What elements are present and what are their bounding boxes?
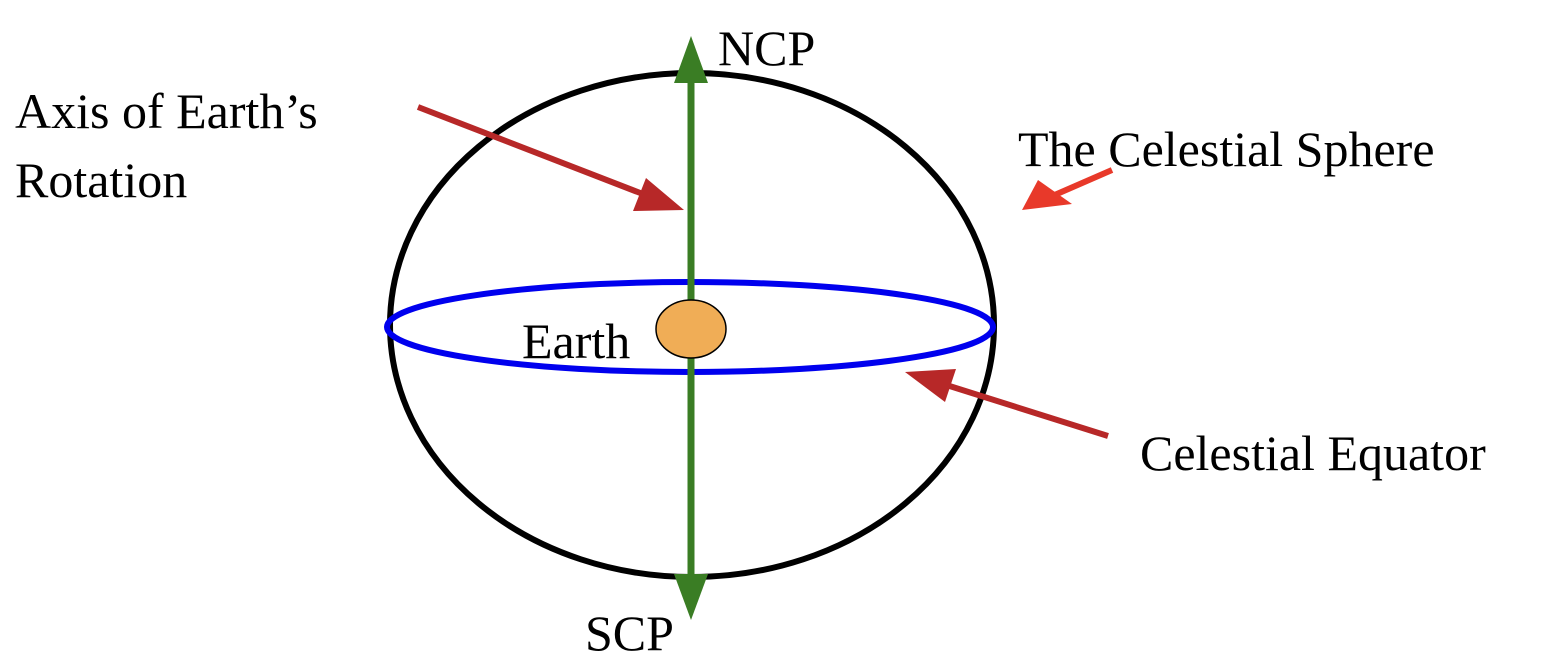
- ncp-arrowhead: [674, 36, 708, 83]
- axis-label-line2: Rotation: [15, 152, 187, 208]
- scp-arrowhead: [674, 574, 708, 620]
- sphere-pointer-arrow: [1022, 167, 1114, 210]
- ncp-label: NCP: [718, 20, 815, 76]
- earth-globe: [655, 299, 727, 359]
- axis-pointer-arrow: [416, 104, 684, 211]
- earth-label: Earth: [522, 313, 630, 369]
- equator-pointer-arrow: [905, 369, 1109, 439]
- celestial-equator-label: Celestial Equator: [1140, 425, 1486, 481]
- celestial-sphere-label: The Celestial Sphere: [1018, 121, 1435, 177]
- axis-label-line1: Axis of Earth’s: [15, 83, 318, 139]
- scp-label: SCP: [585, 605, 674, 661]
